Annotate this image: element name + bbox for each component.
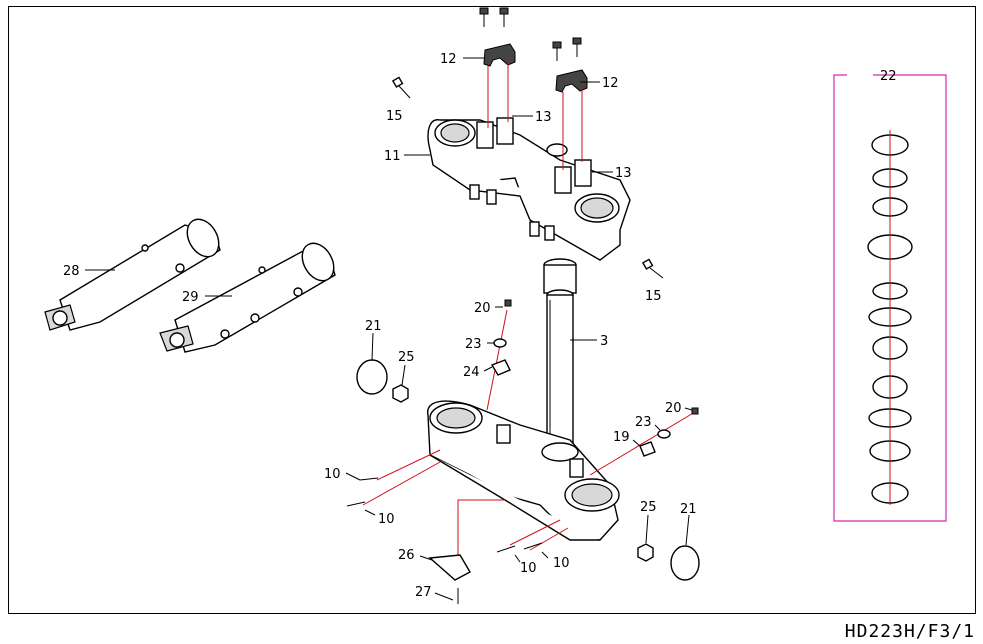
bearing-kit-group — [833, 74, 947, 522]
callout-23-right: 23 — [635, 415, 652, 430]
callout-labels: 12 12 13 13 15 15 11 28 29 20 20 3 23 23… — [63, 52, 897, 600]
steering-stem — [543, 258, 577, 446]
pinch-bolt-upper — [391, 76, 411, 99]
callout-22-kit: 22 — [880, 69, 897, 84]
callout-11: 11 — [384, 149, 401, 164]
callout-12-right: 12 — [602, 76, 619, 91]
callout-10-c: 10 — [520, 561, 537, 576]
handlebar-clamp-left — [483, 43, 516, 128]
callout-25-right: 25 — [640, 500, 657, 515]
callout-26: 26 — [398, 548, 415, 563]
top-triple-clamp — [427, 117, 631, 261]
callout-27: 27 — [415, 585, 432, 600]
callout-15-right: 15 — [645, 289, 662, 304]
callout-19: 19 — [613, 430, 630, 445]
clamp-bolts — [479, 7, 582, 61]
callout-13-left: 13 — [535, 110, 552, 125]
fork-leg-29 — [159, 242, 336, 353]
bottom-triple-clamp — [427, 400, 620, 541]
callout-15-upper: 15 — [386, 109, 403, 124]
callout-10-b: 10 — [378, 512, 395, 527]
assembly-guides — [362, 309, 696, 567]
callout-20-right: 20 — [665, 401, 682, 416]
callout-21-right: 21 — [680, 502, 697, 517]
small-hardware — [346, 299, 700, 604]
handlebar-clamp-right — [555, 69, 588, 170]
drawing-frame — [8, 6, 976, 614]
callout-25-left: 25 — [398, 350, 415, 365]
callout-21-left: 21 — [365, 319, 382, 334]
callout-13-right: 13 — [615, 166, 632, 181]
callout-leaders — [85, 57, 693, 601]
fork-leg-28 — [44, 218, 221, 331]
callout-28: 28 — [63, 264, 80, 279]
callout-20-upper: 20 — [474, 301, 491, 316]
callout-23-left: 23 — [465, 337, 482, 352]
callout-10-d: 10 — [553, 556, 570, 571]
callout-3: 3 — [600, 334, 608, 349]
callout-12-left: 12 — [440, 52, 457, 67]
pinch-bolt-right — [641, 258, 664, 279]
callout-24: 24 — [463, 365, 480, 380]
drawing-code: HD223H/F3/1 — [844, 621, 975, 642]
callout-10-a: 10 — [324, 467, 341, 482]
callout-29: 29 — [182, 290, 199, 305]
